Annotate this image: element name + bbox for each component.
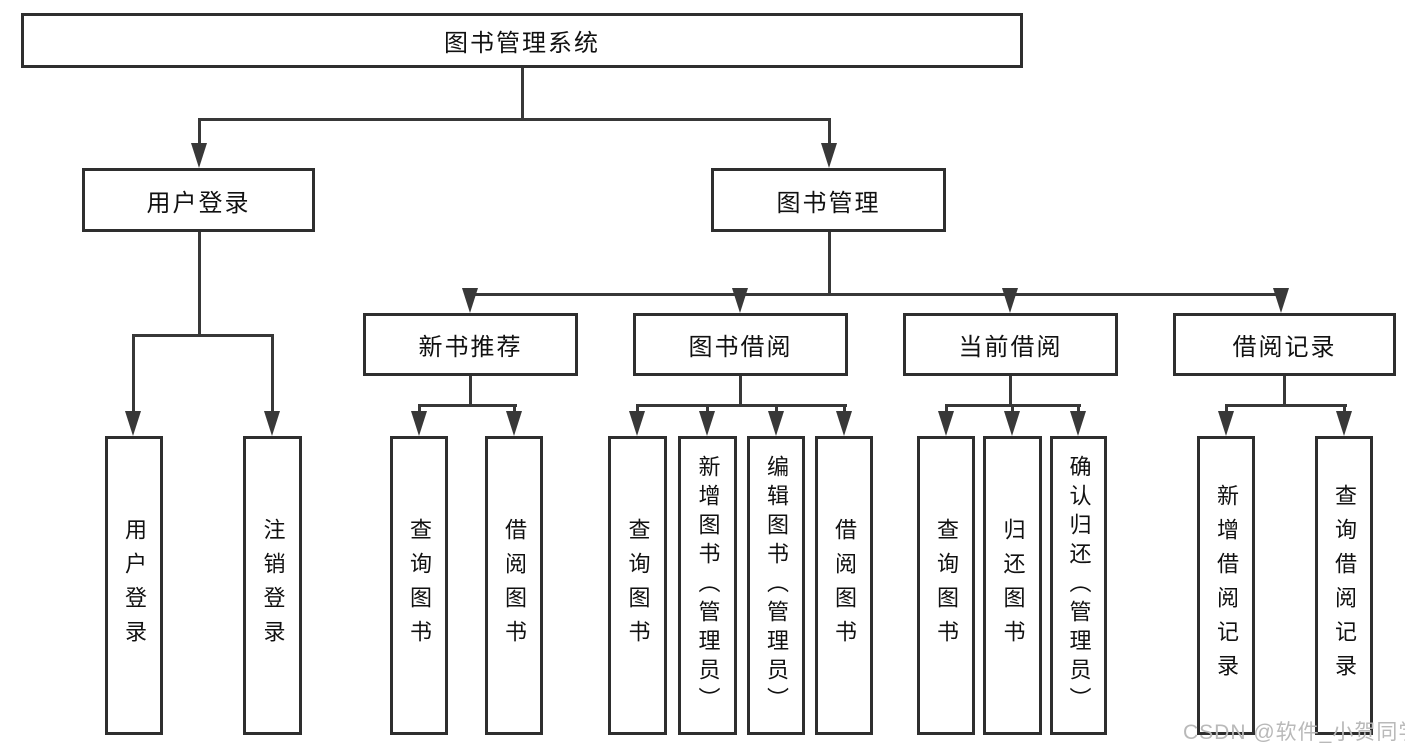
node-new-book-recommendation-label: 新书推荐	[418, 334, 523, 361]
leaf-query-books-borrowing-label: 查询图书	[625, 517, 651, 654]
node-book-management: 图书管理	[711, 168, 946, 232]
node-book-borrowing-label: 图书借阅	[688, 334, 793, 361]
connector-line	[739, 376, 742, 404]
node-root-label: 图书管理系统	[444, 30, 600, 57]
connector-line	[828, 118, 831, 146]
arrowhead-down	[836, 411, 852, 436]
connector-line	[1011, 404, 1014, 413]
connector-line	[775, 404, 778, 413]
connector-line	[636, 404, 847, 407]
arrowhead-down	[768, 411, 784, 436]
arrowhead-down	[938, 411, 954, 436]
leaf-edit-books-admin-label: 编辑图书（管理员）	[764, 455, 789, 716]
leaf-add-borrow-record-label: 新增借阅记录	[1214, 483, 1239, 688]
leaf-return-books-label: 归还图书	[1000, 517, 1026, 654]
connector-line	[636, 404, 639, 413]
node-user-login-label: 用户登录	[146, 189, 251, 217]
arrowhead-down	[629, 411, 645, 436]
connector-line	[1009, 376, 1012, 404]
node-current-borrowing: 当前借阅	[903, 313, 1118, 376]
connector-line	[945, 404, 948, 413]
leaf-add-borrow-record: 新增借阅记录	[1197, 436, 1255, 735]
leaf-add-books-admin-label: 新增图书（管理员）	[695, 455, 721, 716]
connector-line	[132, 334, 135, 413]
connector-line	[198, 118, 201, 146]
leaf-user-login-label: 用户登录	[122, 517, 147, 654]
leaf-logout-label: 注销登录	[260, 517, 286, 654]
node-new-book-recommendation: 新书推荐	[363, 313, 578, 376]
node-root: 图书管理系统	[21, 13, 1023, 68]
leaf-borrow-books-borrowing: 借阅图书	[815, 436, 873, 735]
csdn-watermark: CSDN @软件_小贺同学	[1183, 721, 1405, 744]
arrowhead-down	[699, 411, 715, 436]
arrowhead-down	[732, 288, 748, 313]
leaf-confirm-return-admin-label: 确认归还（管理员）	[1066, 455, 1092, 716]
leaf-user-login: 用户登录	[105, 436, 163, 735]
node-book-management-label: 图书管理	[776, 189, 881, 217]
node-borrowing-records: 借阅记录	[1173, 313, 1396, 376]
arrowhead-down	[191, 143, 207, 168]
connector-line	[1343, 404, 1346, 413]
leaf-query-borrow-record: 查询借阅记录	[1315, 436, 1373, 735]
connector-line	[828, 232, 831, 293]
connector-line	[418, 404, 421, 413]
leaf-borrow-books-recommend-label: 借阅图书	[502, 517, 527, 654]
leaf-borrow-books-recommend: 借阅图书	[485, 436, 543, 735]
connector-line	[132, 334, 274, 337]
leaf-return-books: 归还图书	[983, 436, 1042, 735]
connector-line	[1283, 376, 1286, 404]
arrowhead-down	[1336, 411, 1352, 436]
connector-line	[198, 232, 201, 334]
arrowhead-down	[1002, 288, 1018, 313]
leaf-borrow-books-borrowing-label: 借阅图书	[832, 517, 857, 654]
connector-line	[1225, 404, 1347, 407]
connector-line	[469, 376, 472, 404]
arrowhead-down	[411, 411, 427, 436]
connector-line	[513, 404, 516, 413]
node-user-login: 用户登录	[82, 168, 315, 232]
connector-line	[271, 334, 274, 413]
leaf-query-borrow-record-label: 查询借阅记录	[1332, 483, 1357, 688]
arrowhead-down	[1218, 411, 1234, 436]
leaf-query-books-recommend: 查询图书	[390, 436, 448, 735]
arrowhead-down	[821, 143, 837, 168]
connector-line	[198, 118, 831, 121]
leaf-query-books-current-label: 查询图书	[934, 517, 959, 654]
arrowhead-down	[1004, 411, 1020, 436]
leaf-confirm-return-admin: 确认归还（管理员）	[1050, 436, 1107, 735]
connector-line	[469, 293, 1283, 296]
arrowhead-down	[264, 411, 280, 436]
leaf-query-books-current: 查询图书	[917, 436, 975, 735]
leaf-logout: 注销登录	[243, 436, 302, 735]
leaf-add-books-admin: 新增图书（管理员）	[678, 436, 737, 735]
arrowhead-down	[462, 288, 478, 313]
leaf-query-books-recommend-label: 查询图书	[407, 517, 432, 654]
connector-line	[521, 68, 524, 118]
node-borrowing-records-label: 借阅记录	[1232, 334, 1337, 361]
node-book-borrowing: 图书借阅	[633, 313, 848, 376]
leaf-edit-books-admin: 编辑图书（管理员）	[747, 436, 805, 735]
connector-line	[1077, 404, 1080, 413]
arrowhead-down	[506, 411, 522, 436]
connector-line	[706, 404, 709, 413]
connector-line	[843, 404, 846, 413]
node-current-borrowing-label: 当前借阅	[958, 334, 1063, 361]
arrowhead-down	[1273, 288, 1289, 313]
connector-line	[418, 404, 517, 407]
arrowhead-down	[125, 411, 141, 436]
arrowhead-down	[1070, 411, 1086, 436]
connector-line	[1225, 404, 1228, 413]
leaf-query-books-borrowing: 查询图书	[608, 436, 667, 735]
